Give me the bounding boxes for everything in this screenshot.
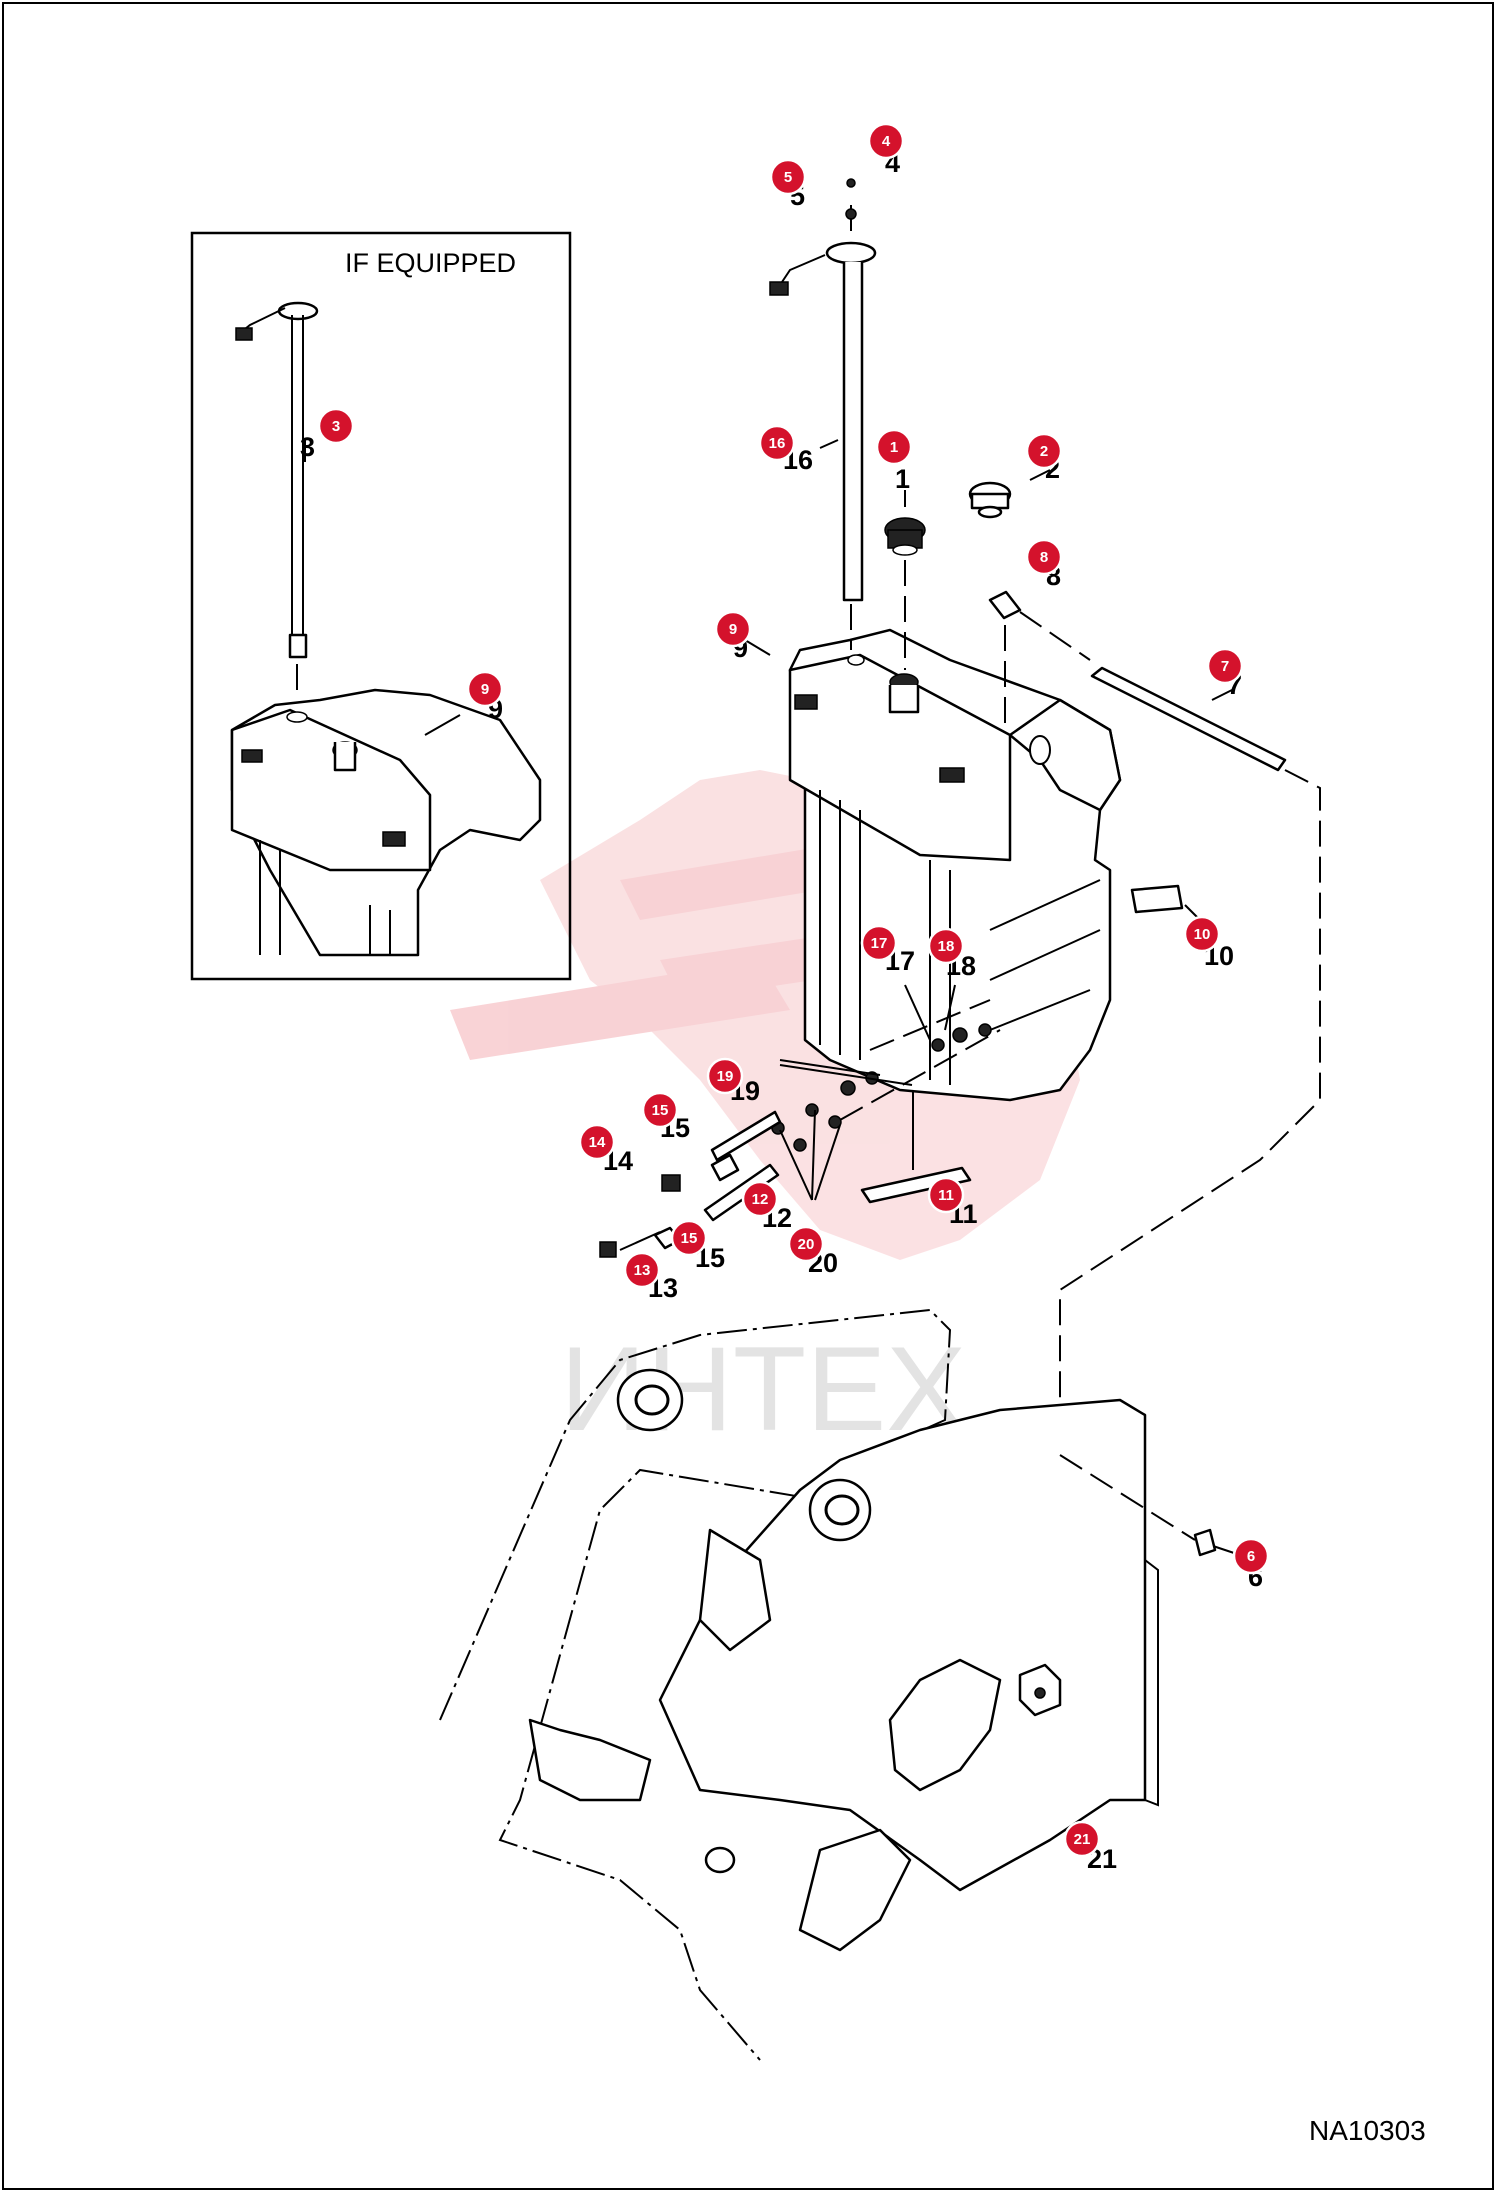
callout-badge-11[interactable]: 11 [927, 1176, 965, 1214]
svg-text:9: 9 [481, 681, 489, 698]
callout-badge-13[interactable]: 13 [623, 1251, 661, 1289]
if-equipped-label: IF EQUIPPED [345, 248, 517, 278]
fuel-tank [788, 628, 1122, 1102]
part-number-1: 1 [895, 464, 910, 494]
svg-text:12: 12 [752, 1191, 769, 1208]
machine-frame [439, 1308, 1217, 2061]
svg-text:20: 20 [798, 1236, 815, 1253]
inset-fuel-tank [230, 660, 542, 957]
svg-text:1: 1 [890, 439, 898, 456]
callout-badge-6[interactable]: 6 [1232, 1537, 1270, 1575]
callout-badge-20[interactable]: 20 [787, 1225, 825, 1263]
svg-text:5: 5 [784, 169, 792, 186]
callout-badge-9[interactable]: 9 [714, 610, 752, 648]
callout-badge-15-lower[interactable]: 15 [670, 1219, 708, 1257]
sleeve-and-rod [988, 590, 1321, 1405]
callout-badge-17[interactable]: 17 [860, 924, 898, 962]
svg-text:9: 9 [729, 621, 737, 638]
callout-badge-16[interactable]: 16 [758, 424, 796, 462]
svg-text:15: 15 [681, 1230, 698, 1247]
svg-text:10: 10 [1194, 926, 1211, 943]
part-number-3: 3 [300, 432, 315, 462]
svg-text:3: 3 [332, 418, 340, 435]
svg-text:7: 7 [1221, 658, 1229, 675]
strip-11 [860, 1166, 972, 1204]
callout-badge-8[interactable]: 8 [1025, 538, 1063, 576]
svg-text:6: 6 [1247, 1548, 1255, 1565]
pad-10 [1130, 884, 1184, 914]
callout-badge-19[interactable]: 19 [706, 1057, 744, 1095]
svg-text:18: 18 [938, 938, 955, 955]
svg-text:4: 4 [882, 133, 891, 150]
alternate-cap [968, 481, 1012, 519]
callout-badge-3[interactable]: 3 [317, 407, 355, 445]
inset-box [190, 231, 572, 981]
svg-text:14: 14 [589, 1134, 606, 1151]
callout-badge-2[interactable]: 2 [1025, 432, 1063, 470]
svg-text:21: 21 [1074, 1831, 1091, 1848]
callout-badge-1[interactable]: 1 [875, 428, 913, 466]
svg-text:13: 13 [634, 1262, 651, 1279]
callout-badge-10[interactable]: 10 [1183, 915, 1221, 953]
fuel-cap [884, 517, 926, 670]
callout-badges: 4 5 3 16 1 2 8 9 9 7 10 17 18 19 15 14 1… [317, 122, 1270, 1858]
svg-text:8: 8 [1040, 549, 1048, 566]
callout-badge-21[interactable]: 21 [1063, 1820, 1101, 1858]
fittings [599, 999, 1001, 1258]
leader-lines [304, 439, 1241, 1836]
callout-badge-15-upper[interactable]: 15 [641, 1091, 679, 1129]
callout-badge-4[interactable]: 4 [867, 122, 905, 160]
callout-badge-5[interactable]: 5 [769, 158, 807, 196]
svg-text:19: 19 [717, 1068, 734, 1085]
callout-badge-9-inset[interactable]: 9 [466, 670, 504, 708]
inset-fuel-sender [235, 301, 319, 659]
callout-badge-14[interactable]: 14 [578, 1123, 616, 1161]
svg-text:17: 17 [871, 935, 888, 952]
svg-text:16: 16 [769, 435, 786, 452]
figure-id: NA10303 [1309, 2115, 1426, 2146]
fuel-sender [769, 178, 877, 650]
svg-text:15: 15 [652, 1102, 669, 1119]
callout-badge-7[interactable]: 7 [1206, 647, 1244, 685]
svg-text:2: 2 [1040, 443, 1048, 460]
callout-badge-18[interactable]: 18 [927, 927, 965, 965]
callout-badge-12[interactable]: 12 [741, 1180, 779, 1218]
svg-text:11: 11 [938, 1187, 954, 1204]
